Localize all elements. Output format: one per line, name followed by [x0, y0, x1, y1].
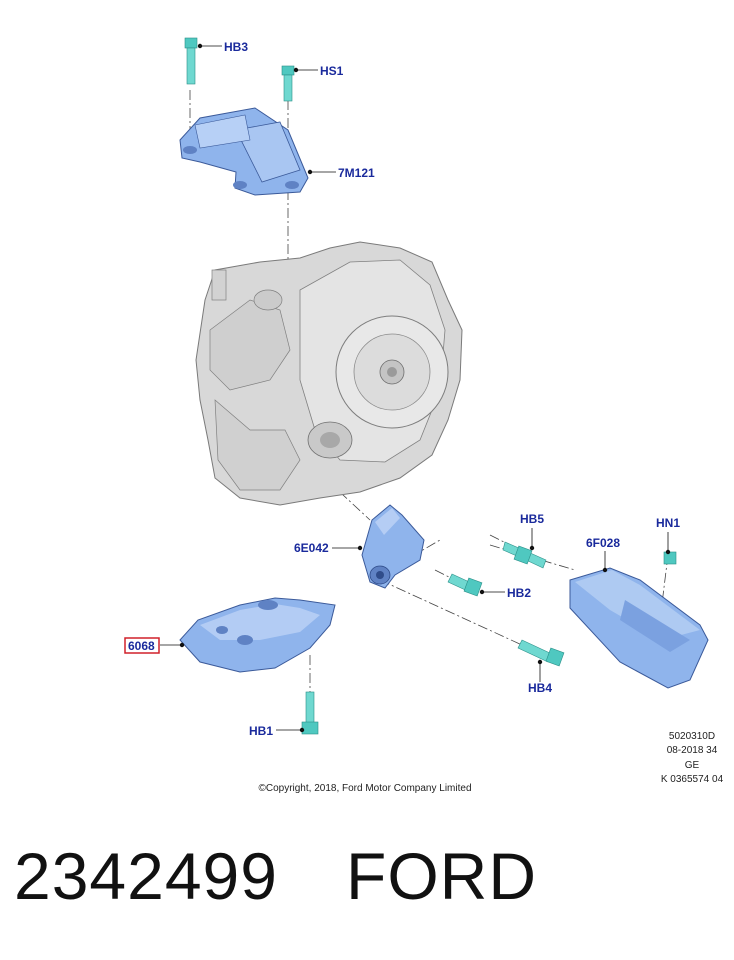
info-line-4: K 0365574 04 — [661, 774, 724, 785]
info-line-2: 08-2018 34 — [667, 745, 718, 756]
part-number: 2342499 — [14, 839, 278, 913]
callout-HB4: HB4 — [528, 681, 552, 695]
callout-6F028: 6F028 — [586, 536, 620, 550]
callout-6068: 6068 — [128, 639, 155, 653]
bolt-HB5 — [502, 541, 547, 569]
info-line-1: 5020310D — [669, 731, 715, 742]
callout-HB3: HB3 — [224, 40, 248, 54]
bolt-HB2 — [447, 573, 483, 597]
callout-7M121: 7M121 — [338, 166, 375, 180]
nut-HN1 — [663, 551, 677, 565]
bracket-6E042 — [361, 504, 425, 589]
callout-HN1: HN1 — [656, 516, 680, 530]
bolt-HB3 — [184, 37, 198, 85]
callout-HB1: HB1 — [249, 724, 273, 738]
bolt-HB1 — [301, 691, 319, 735]
callout-6E042: 6E042 — [294, 541, 329, 555]
callout-HS1: HS1 — [320, 64, 344, 78]
info-line-3: GE — [685, 760, 700, 771]
cover-6F028 — [569, 567, 709, 689]
info-block: 5020310D 08-2018 34 GE K 0365574 04 — [661, 731, 724, 785]
bolt-HB4 — [517, 639, 565, 667]
copyright-text: ©Copyright, 2018, Ford Motor Company Lim… — [258, 783, 471, 794]
brand-name: FORD — [346, 839, 537, 913]
bolt-HS1 — [281, 65, 295, 102]
exploded-parts-diagram: HB3 HS1 7M121 6E042 HB5 HN1 6F028 HB2 60… — [124, 37, 724, 794]
callout-HB2: HB2 — [507, 586, 531, 600]
callout-HB5: HB5 — [520, 512, 544, 526]
leader-lines — [160, 43, 671, 733]
support-6068 — [179, 597, 336, 673]
transmission-assembly — [195, 241, 463, 506]
upper-mount-7M121 — [179, 107, 309, 196]
highlight-box — [124, 637, 160, 654]
